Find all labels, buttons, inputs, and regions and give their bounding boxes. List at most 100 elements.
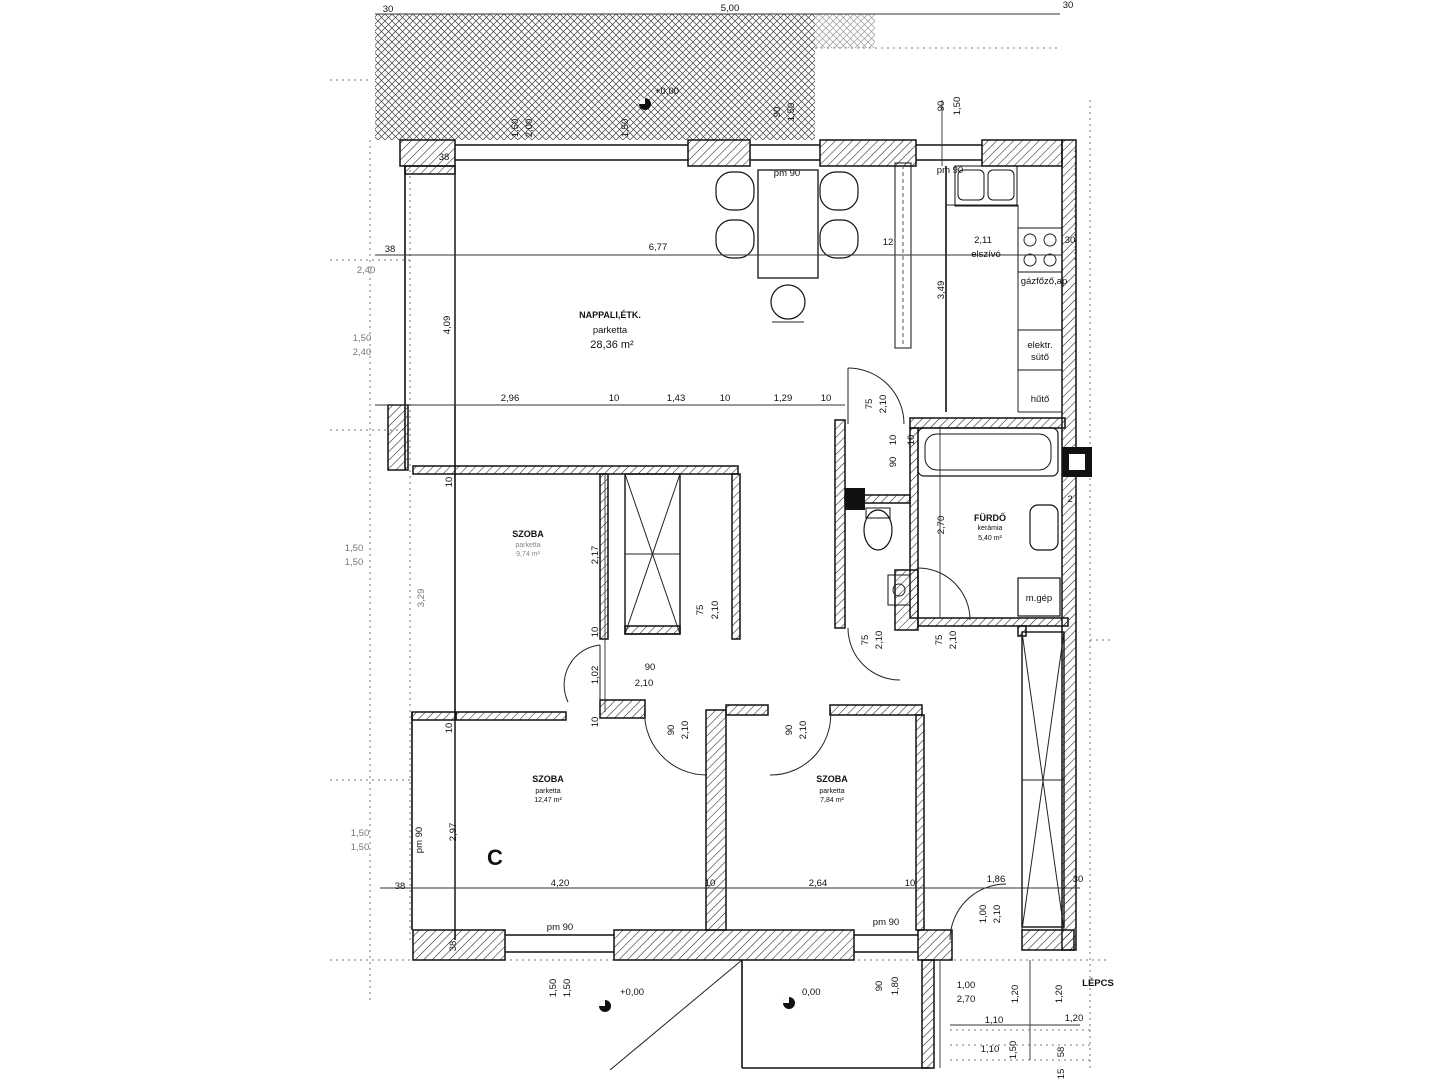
dim-label: 90 [888, 457, 899, 468]
dim-label: 10 [444, 477, 455, 488]
dim-label: 10 [906, 435, 917, 446]
dim-label: 2,00 [524, 119, 535, 138]
dim-label: 58 [1056, 1047, 1067, 1058]
level-terrace: +0,00 [655, 86, 679, 97]
dim-label: 75 [864, 399, 875, 410]
dim-label: 90 [772, 107, 783, 118]
dim-label: 10 [720, 393, 731, 404]
dim-label: 10 [444, 723, 455, 734]
dim-label: pm 90 [937, 165, 963, 176]
dim-label: 90 [874, 981, 885, 992]
room-name: NAPPALI,ÉTK. [579, 310, 641, 320]
dim-label: 1,50 [345, 557, 364, 568]
dim-label: 1,50 [562, 979, 573, 998]
dim-label: 1,86 [987, 874, 1006, 885]
dim-label: 1,00 [978, 905, 989, 924]
dim-label: pm 90 [774, 168, 800, 179]
dimension-labels-vertical: 4,09 3,49 90 1,50 90 1,50 1,50 2,00 1,50… [414, 97, 1067, 1080]
dim-label: 2,64 [809, 878, 828, 889]
front-porch [609, 959, 1090, 1071]
dim-label: 2,70 [936, 516, 947, 535]
dim-label: 1,10 [985, 1015, 1004, 1026]
dim-label: 2 [1067, 494, 1072, 505]
dim-label: 2,10 [874, 631, 885, 650]
room-label-right: SZOBA parketta 7,84 m² [816, 774, 848, 804]
dim-label: 4,09 [442, 316, 453, 335]
gas-stove-label: gázfőző,ap [1021, 276, 1067, 287]
dim-label: 2,10 [710, 601, 721, 620]
dim-label: 2,10 [680, 721, 691, 740]
dim-label: 1,50 [353, 333, 372, 344]
dim-label: 1,02 [590, 666, 601, 685]
room-name: SZOBA [512, 529, 544, 539]
dim-label: 30 [1073, 874, 1084, 885]
level-markers [599, 98, 795, 1012]
dim-label: 4,20 [551, 878, 570, 889]
dim-label: 2,10 [798, 721, 809, 740]
section-letter: C [487, 845, 503, 870]
dim-label: 1,50 [351, 828, 370, 839]
room-label-bathroom: FÜRDŐ kerámia 5,40 m² [974, 512, 1006, 542]
room-floor: parketta [593, 325, 628, 336]
walls [387, 139, 1092, 961]
dim-label: 10 [888, 435, 899, 446]
dim-label: 1,50 [345, 543, 364, 554]
level-front-left: +0,00 [620, 987, 644, 998]
dimension-lines [375, 13, 1080, 1068]
bathroom-fixtures [863, 427, 1061, 617]
dim-label: 1,20 [1010, 985, 1021, 1004]
kitchen-fixtures [894, 162, 1063, 413]
dim-label: 1,20 [1054, 985, 1065, 1004]
fridge-label: hűtő [1031, 394, 1050, 405]
dim-label: 30 [383, 4, 394, 15]
dim-label: 90 [645, 662, 656, 673]
dim-label: 2,70 [957, 994, 976, 1005]
level-marker-icon [783, 997, 795, 1009]
room-area: 28,36 m² [590, 339, 634, 351]
dim-label: 10 [821, 393, 832, 404]
room-area: 7,84 m² [820, 797, 844, 804]
dim-label: 2,96 [501, 393, 520, 404]
dim-label: 5,00 [721, 3, 740, 14]
oven-label-1: elektr. [1027, 340, 1052, 351]
dim-label: 2,17 [590, 546, 601, 565]
dim-label: 2,11 [974, 235, 992, 246]
dining-furniture [715, 169, 859, 323]
dim-label: 90 [666, 725, 677, 736]
dim-label: 1,43 [667, 393, 686, 404]
dim-label: 1,50 [351, 842, 370, 853]
dim-label: 38 [395, 881, 406, 892]
dim-label: 3,49 [936, 281, 947, 300]
door-swings [563, 367, 1007, 941]
level-marker-icon [639, 98, 651, 110]
dim-label: 2,10 [948, 631, 959, 650]
hood-label: elszívó [971, 249, 1001, 260]
dim-label: 38 [439, 152, 450, 163]
room-floor: parketta [819, 788, 844, 795]
room-floor: parketta [535, 788, 560, 795]
oven-label-2: sütő [1031, 352, 1049, 363]
dim-label: 2,10 [878, 395, 889, 414]
dim-label: 1,50 [786, 103, 797, 122]
dim-label: 1,10 [981, 1044, 1000, 1055]
dim-label: 75 [860, 635, 871, 646]
dim-label: 1,50 [510, 119, 521, 138]
dim-label: 1,50 [1008, 1041, 1019, 1060]
dim-label: 12 [883, 237, 894, 248]
dim-label: 10 [705, 878, 716, 889]
terrace-area [375, 13, 1060, 140]
dim-label: 1,50 [620, 119, 631, 138]
room-name: FÜRDŐ [974, 512, 1006, 523]
dim-label: 1,29 [774, 393, 793, 404]
dim-label: 1,50 [952, 97, 963, 116]
room-name: SZOBA [816, 774, 848, 784]
room-area: 5,40 m² [978, 535, 1002, 542]
dim-label: pm 90 [873, 917, 899, 928]
room-area: 9,74 m² [516, 551, 540, 558]
dim-label: 3,29 [416, 589, 427, 608]
room-area: 12,47 m² [534, 797, 562, 804]
stairs-label: LÉPCS [1082, 978, 1114, 989]
room-label-left: SZOBA parketta 12,47 m² [532, 774, 564, 804]
dim-label: 1,20 [1065, 1013, 1084, 1024]
